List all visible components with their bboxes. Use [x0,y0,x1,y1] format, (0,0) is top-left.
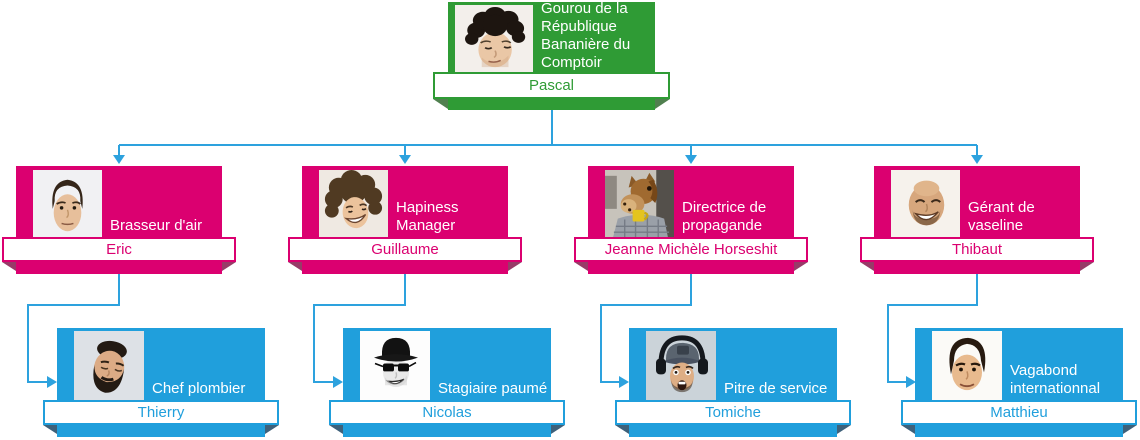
title-label: Brasseur d'air [110,217,203,234]
ribbon-fold-left [288,262,302,271]
title-label: Gourou de la République Bananière du Com… [541,0,631,71]
ribbon-fold-left [860,262,874,271]
title-label: Stagiaire paumé [438,380,548,397]
title-label: Pitre de service [724,380,828,397]
title-label: Vagabond internationnal [1010,362,1101,397]
name-banner: Eric [2,237,236,262]
title-label: Gérant de vaseline [968,199,1035,234]
name-label: Thibaut [951,241,1003,258]
name-banner: Pascal [433,72,670,99]
name-label: Guillaume [371,241,439,258]
name-label: Nicolas [422,404,472,421]
name-label: Matthieu [990,404,1048,421]
ribbon-fold-right [655,99,670,109]
name-banner: Thierry [43,400,279,425]
org-node-eric[interactable]: Brasseur d'air Eric [2,166,236,274]
name-label: Tomiche [705,404,761,421]
ribbon-fold-right [1080,262,1094,271]
connector-root-to-level2 [113,110,983,164]
ribbon-fold-left [329,425,343,434]
photo-nicolas [360,331,430,400]
org-node-nicolas[interactable]: Stagiaire paumé Nicolas [329,328,565,437]
ribbon-fold-left [615,425,629,434]
ribbon-fold-left [901,425,915,434]
name-banner: Jeanne Michèle Horseshit [574,237,808,262]
photo-thierry [74,331,144,400]
name-label: Pascal [528,77,575,94]
org-node-tomiche[interactable]: Pitre de service Tomiche [615,328,851,437]
ribbon-fold-right [837,425,851,434]
title-label: Directrice de propagande [682,199,767,234]
name-banner: Guillaume [288,237,522,262]
org-node-pascal[interactable]: Gourou de la République Bananière du Com… [433,0,670,110]
photo-matthieu [932,331,1002,400]
name-label: Thierry [137,404,185,421]
name-banner: Tomiche [615,400,851,425]
ribbon-fold-left [574,262,588,271]
ribbon-fold-left [43,425,57,434]
org-node-guillaume[interactable]: Hapiness Manager Guillaume [288,166,522,274]
org-node-thibaut[interactable]: Gérant de vaseline Thibaut [860,166,1094,274]
photo-eric [33,170,102,238]
title-label: Chef plombier [152,380,246,397]
photo-tomiche [646,331,716,400]
org-node-jeanne[interactable]: Directrice de propagande Jeanne Michèle … [574,166,808,274]
photo-pascal [455,5,533,73]
photo-jeanne [605,170,674,238]
ribbon-fold-right [551,425,565,434]
ribbon-fold-right [508,262,522,271]
ribbon-fold-left [2,262,16,271]
org-node-thierry[interactable]: Chef plombier Thierry [43,328,279,437]
org-node-matthieu[interactable]: Vagabond internationnal Matthieu [901,328,1137,437]
name-label: Eric [106,241,132,258]
ribbon-fold-right [1123,425,1137,434]
photo-thibaut [891,170,960,238]
ribbon-fold-left [433,99,448,109]
title-label: Hapiness Manager [396,199,459,234]
ribbon-fold-right [222,262,236,271]
name-label: Jeanne Michèle Horseshit [604,241,778,258]
name-banner: Nicolas [329,400,565,425]
ribbon-fold-right [265,425,279,434]
ribbon-fold-right [794,262,808,271]
name-banner: Thibaut [860,237,1094,262]
name-banner: Matthieu [901,400,1137,425]
photo-guillaume [319,170,388,238]
